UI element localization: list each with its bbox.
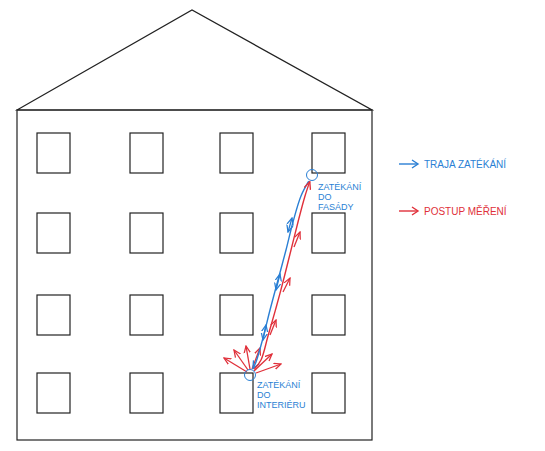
legend-arrow-sample xyxy=(398,158,420,170)
measurement-spread-arrows xyxy=(224,232,300,373)
windows xyxy=(37,133,345,413)
legend-text: POSTUP MĚŘENÍ xyxy=(424,206,507,217)
legend-text: TRAJA ZATÉKÁNÍ xyxy=(424,159,506,170)
leak-path-arrow xyxy=(253,181,309,368)
measurement-arrow xyxy=(254,182,310,370)
leak-point-circle: ZATÉKÁNÍ DO INTERIÉRU xyxy=(244,369,256,381)
leak-point-label: ZATÉKÁNÍ DO FASÁDY xyxy=(318,182,374,212)
legend-arrow-sample xyxy=(398,205,420,217)
legend-entry: TRAJA ZATÉKÁNÍ xyxy=(398,158,506,170)
leak-point-label: ZATÉKÁNÍ DO INTERIÉRU xyxy=(257,380,313,410)
roof xyxy=(17,10,372,110)
facade-wall xyxy=(17,110,372,440)
leak-point-circle: ZATÉKÁNÍ DO FASÁDY xyxy=(306,169,318,181)
legend-entry: POSTUP MĚŘENÍ xyxy=(398,205,507,217)
